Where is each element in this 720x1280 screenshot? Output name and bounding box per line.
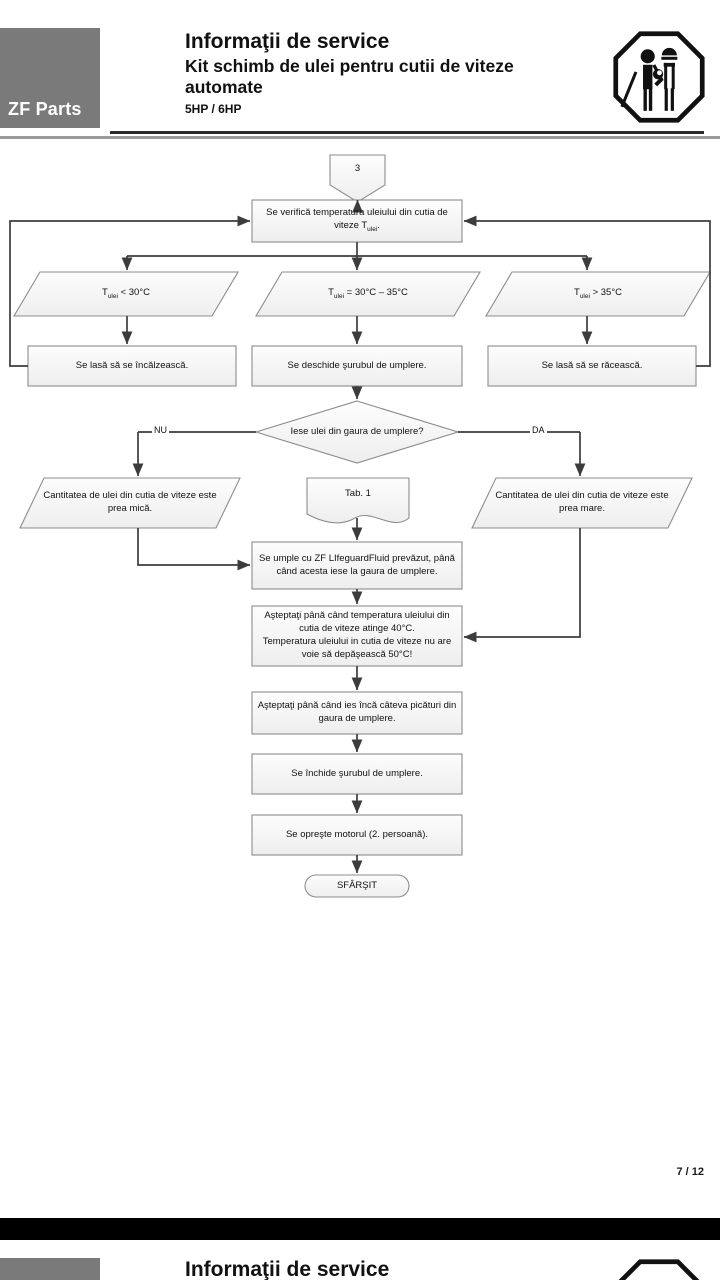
node-table-ref xyxy=(306,477,410,524)
next-page-title: Informaţii de service xyxy=(185,1258,390,1280)
flowchart: 3 Se verifică temperatura uleiului din c… xyxy=(0,140,720,910)
node-cond-high xyxy=(485,271,711,317)
next-page-preview: Informaţii de service xyxy=(0,1240,720,1280)
node-end xyxy=(304,874,410,898)
edge-label-no: NU xyxy=(152,425,169,435)
node-close-screw xyxy=(251,753,463,795)
document-subtitle-main: Kit schimb de ulei pentru cutii de vitez… xyxy=(185,55,514,97)
node-check-temp xyxy=(251,199,463,243)
document-header: ZF Parts Informaţii de service Kit schim… xyxy=(0,0,720,140)
two-persons-octagon-icon xyxy=(613,31,705,123)
document-title: Informaţii de service xyxy=(185,30,390,53)
node-act-open xyxy=(251,345,463,387)
zf-parts-logo: ZF Parts xyxy=(0,28,100,128)
next-page-titles: Informaţii de service xyxy=(185,1258,585,1280)
document-model-range: 5HP / 6HP xyxy=(185,101,242,116)
page-number: 7 / 12 xyxy=(676,1166,704,1178)
node-stop-engine xyxy=(251,814,463,856)
node-act-warm xyxy=(27,345,237,387)
header-rule xyxy=(110,131,704,134)
header-rule-secondary xyxy=(0,136,720,139)
node-fill xyxy=(251,541,463,590)
node-wait-40 xyxy=(251,605,463,667)
node-act-cool xyxy=(487,345,697,387)
node-decision xyxy=(254,400,460,464)
flow-connectors xyxy=(9,199,711,874)
page-separator-bar xyxy=(0,1218,720,1240)
next-page-logo xyxy=(0,1258,100,1280)
flowchart-canvas xyxy=(9,154,711,898)
zf-parts-logo-label: ZF Parts xyxy=(8,99,82,119)
node-cond-mid xyxy=(255,271,481,317)
node-too-little xyxy=(19,477,241,529)
next-page-two-persons-octagon-icon xyxy=(618,1259,700,1280)
header-titles: Informaţii de service Kit schimb de ulei… xyxy=(185,30,585,116)
node-cond-low xyxy=(13,271,239,317)
node-too-much xyxy=(471,477,693,529)
edge-label-yes: DA xyxy=(530,425,547,435)
node-connector-3 xyxy=(329,154,386,203)
node-wait-drops xyxy=(251,691,463,735)
